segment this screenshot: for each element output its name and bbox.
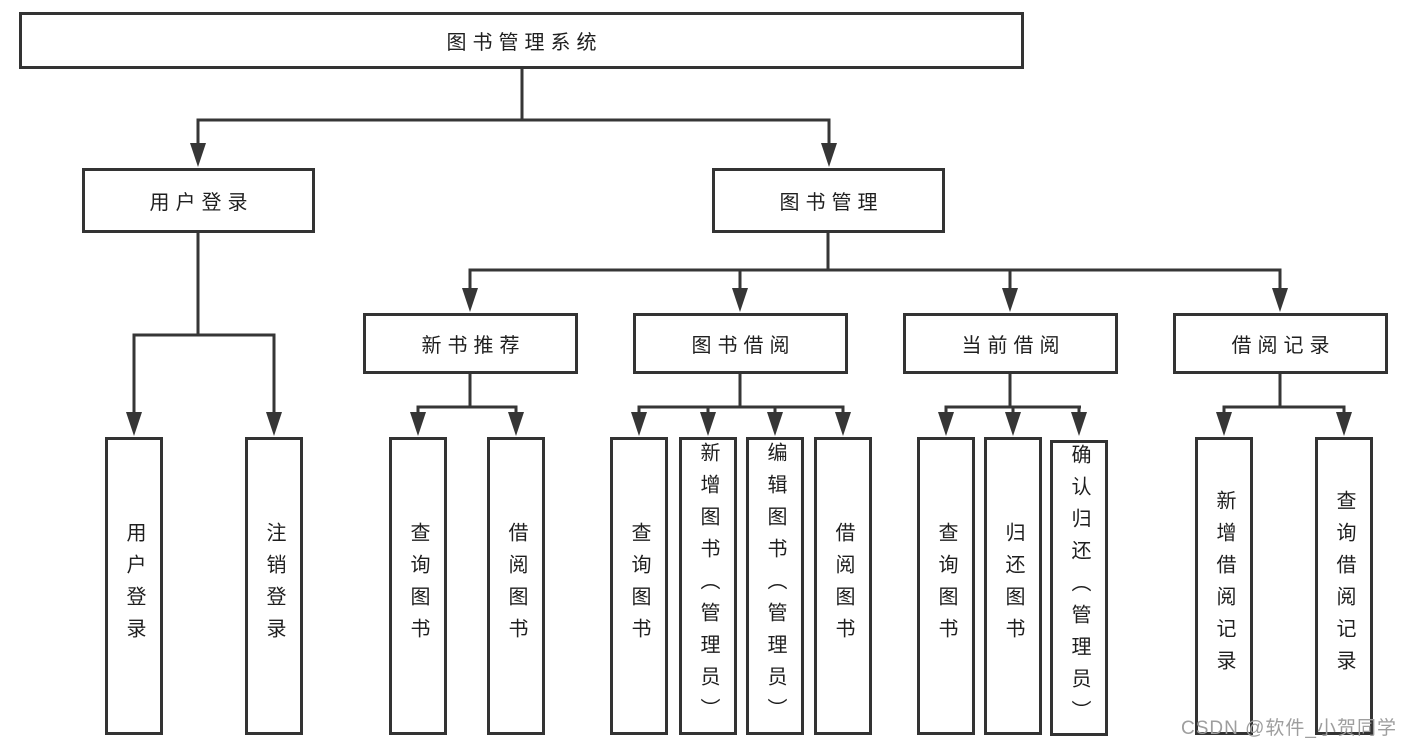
leaf-borrow-books-borrowing: 借阅图书 xyxy=(814,437,872,735)
leaf-query-books-recommend: 查询图书 xyxy=(389,437,447,735)
leaf-confirm-return-admin: 确认归还（管理员） xyxy=(1050,440,1108,736)
leaf-edit-books-admin: 编辑图书（管理员） xyxy=(746,437,804,735)
leaf-add-books-admin: 新增图书（管理员） xyxy=(679,437,737,735)
csdn-watermark: CSDN @软件_小贺同学 xyxy=(1181,718,1397,739)
leaf-query-books-borrowing: 查询图书 xyxy=(610,437,668,735)
leaf-borrow-books-recommend: 借阅图书 xyxy=(487,437,545,735)
connector-lines xyxy=(132,67,1346,414)
leaf-user-login: 用户登录 xyxy=(105,437,163,735)
leaf-query-books-current: 查询图书 xyxy=(917,437,975,735)
arrowhead-icon xyxy=(126,143,1352,436)
leaf-add-borrow-record: 新增借阅记录 xyxy=(1195,437,1253,735)
node-borrowing-records: 借阅记录 xyxy=(1173,313,1388,374)
node-library-system: 图书管理系统 xyxy=(19,12,1024,69)
node-user-login: 用户登录 xyxy=(82,168,315,233)
node-book-borrowing: 图书借阅 xyxy=(633,313,848,374)
node-new-book-recommend: 新书推荐 xyxy=(363,313,578,374)
node-current-borrowing: 当前借阅 xyxy=(903,313,1118,374)
leaf-query-borrow-record: 查询借阅记录 xyxy=(1315,437,1373,735)
node-book-management: 图书管理 xyxy=(712,168,945,233)
leaf-return-books: 归还图书 xyxy=(984,437,1042,735)
leaf-logout: 注销登录 xyxy=(245,437,303,735)
